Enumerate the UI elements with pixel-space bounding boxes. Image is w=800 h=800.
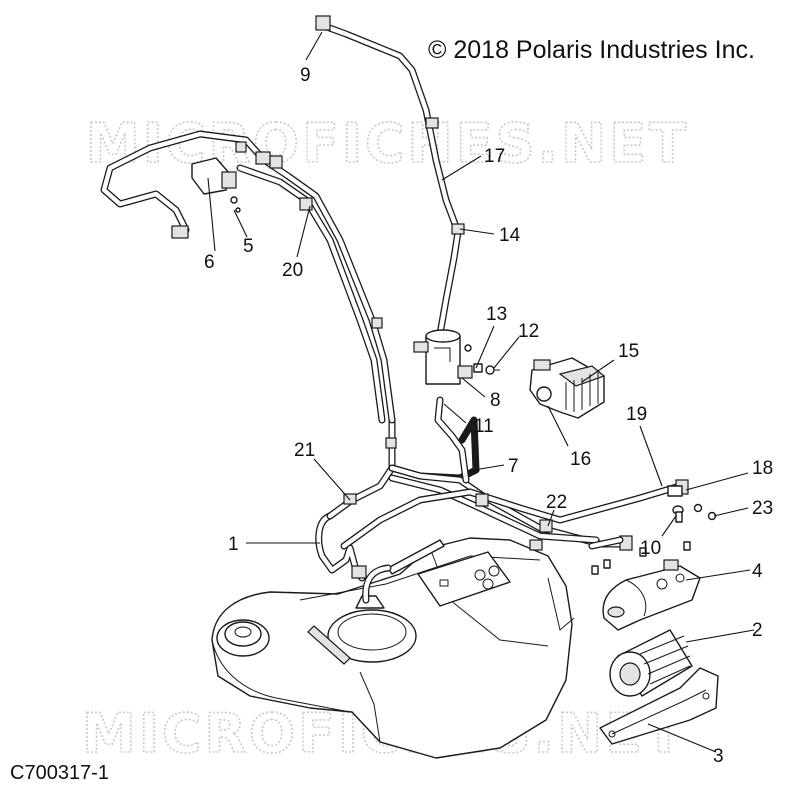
callout-5: 5	[243, 236, 254, 257]
watermark-top: MICROFICHES.NET	[86, 112, 689, 175]
callout-19: 19	[626, 404, 647, 425]
copyright-notice: © 2018 Polaris Industries Inc.	[428, 36, 755, 64]
callout-14: 14	[499, 225, 521, 246]
fuel-lines	[100, 15, 689, 582]
callout-10: 10	[640, 538, 661, 559]
fasteners-12-13	[464, 344, 500, 375]
filler-cap	[216, 619, 270, 657]
callout-9: 9	[300, 65, 311, 86]
callout-11: 11	[474, 416, 494, 437]
callout-16: 16	[570, 449, 591, 470]
callout-15: 15	[618, 341, 639, 362]
callout-18: 18	[752, 458, 773, 479]
callout-labels: 1 2 3 4 5 6 7 8 9 10 11 12 13 14 15 16 1…	[204, 65, 773, 767]
callout-7: 7	[508, 456, 519, 477]
leader-lines	[207, 31, 755, 753]
callout-1: 1	[228, 534, 239, 555]
fuel-tank	[211, 537, 575, 759]
fuel-pump-module	[327, 564, 417, 663]
callout-13: 13	[486, 304, 507, 325]
callout-23: 23	[752, 498, 773, 519]
heat-shield-4	[602, 559, 701, 631]
callout-21: 21	[294, 440, 315, 461]
pump-controller-15	[529, 357, 606, 419]
fittings	[588, 485, 717, 575]
callout-4: 4	[752, 561, 763, 582]
fuel-filter-8	[413, 329, 473, 385]
mount-bracket-3	[599, 667, 719, 745]
callout-12: 12	[518, 321, 539, 342]
callout-3: 3	[713, 746, 724, 767]
callout-17: 17	[484, 146, 505, 167]
fuel-pump-2	[609, 629, 693, 697]
callout-20: 20	[282, 260, 303, 281]
callout-8: 8	[490, 390, 501, 411]
figure-id: C700317-1	[10, 762, 109, 784]
callout-6: 6	[204, 252, 215, 273]
callout-2: 2	[752, 620, 763, 641]
callout-22: 22	[546, 492, 567, 513]
bracket-6	[191, 157, 241, 213]
